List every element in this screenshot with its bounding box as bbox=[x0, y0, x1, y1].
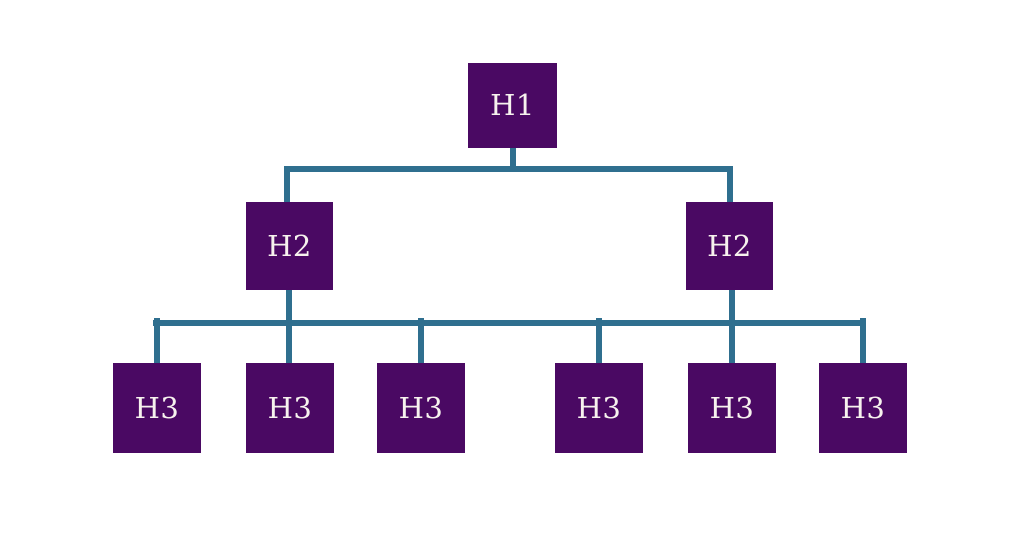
node-h3-2: H3 bbox=[246, 363, 334, 453]
connector-bus-to-h3-1 bbox=[154, 318, 160, 364]
connector-top-rail bbox=[284, 166, 733, 172]
connector-h1-to-rail bbox=[510, 147, 516, 172]
node-h3-4: H3 bbox=[555, 363, 643, 453]
connector-h2-left-to-h3-2 bbox=[286, 289, 292, 364]
connector-bus-to-h3-6 bbox=[860, 318, 866, 364]
connector-bus-to-h3-4 bbox=[596, 318, 602, 364]
node-h3-3: H3 bbox=[377, 363, 465, 453]
connector-h2-right-to-h3-5 bbox=[729, 289, 735, 364]
connector-bus-to-h3-3 bbox=[418, 318, 424, 364]
node-h1: H1 bbox=[468, 63, 557, 148]
node-h2-right: H2 bbox=[686, 202, 773, 290]
node-h3-1: H3 bbox=[113, 363, 201, 453]
node-h3-5: H3 bbox=[688, 363, 776, 453]
node-h3-6: H3 bbox=[819, 363, 907, 453]
connector-rail-to-h2-right bbox=[727, 166, 733, 203]
node-h2-left: H2 bbox=[246, 202, 333, 290]
connector-rail-to-h2-left bbox=[284, 166, 290, 203]
connector-bottom-bus bbox=[153, 320, 866, 326]
